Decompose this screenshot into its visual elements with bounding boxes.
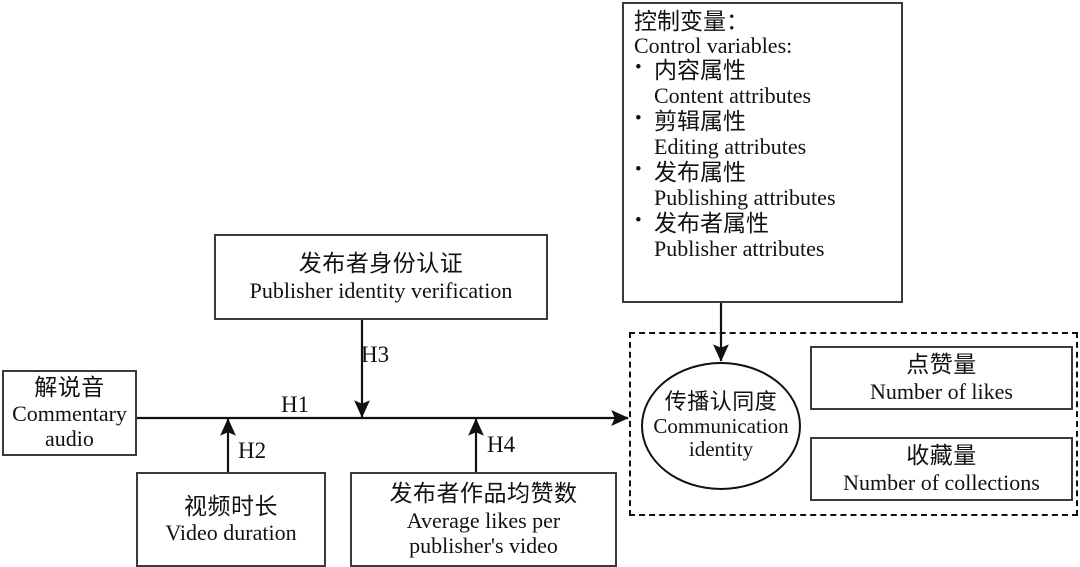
node-label-cn: 传播认同度	[664, 389, 778, 415]
list-item: 剪辑属性 Editing attributes	[634, 108, 901, 160]
node-label-cn: 发布者作品均赞数	[389, 481, 578, 507]
control-item-en: Content attributes	[654, 83, 812, 109]
node-publisher-identity-verification: 发布者身份认证 Publisher identity verification	[214, 234, 548, 320]
list-item: 发布者属性 Publisher attributes	[634, 210, 901, 262]
control-item-cn: 发布者属性	[634, 210, 901, 237]
hypothesis-label-h1: H1	[281, 392, 310, 417]
control-item-en: Publishing attributes	[654, 184, 836, 210]
node-number-of-likes: 点赞量 Number of likes	[810, 346, 1073, 410]
control-variables-header-en: Control variables:	[634, 33, 793, 58]
control-item-cn: 内容属性	[634, 57, 901, 84]
node-communication-identity: 传播认同度 Communication identity	[641, 362, 801, 490]
control-item-en: Editing attributes	[654, 134, 807, 160]
hypothesis-label-h4: H4	[487, 432, 516, 457]
node-label-en: Video duration	[165, 520, 297, 546]
node-label-en-line2: audio	[45, 426, 94, 452]
hypothesis-label-h3: H3	[361, 342, 390, 367]
node-commentary-audio: 解说音 Commentary audio	[2, 370, 137, 456]
node-label-en: Number of collections	[843, 469, 1040, 495]
node-label-cn: 点赞量	[906, 352, 977, 378]
node-label-cn: 解说音	[34, 374, 105, 400]
node-average-likes-per-publisher-video: 发布者作品均赞数 Average likes per publisher's v…	[350, 472, 617, 567]
node-number-of-collections: 收藏量 Number of collections	[810, 437, 1073, 501]
node-label-en-line1: Average likes per	[406, 507, 561, 533]
node-label-en-line1: Commentary	[12, 401, 127, 427]
node-label-en-line2: identity	[688, 437, 754, 462]
control-variables-list: 内容属性 Content attributes 剪辑属性 Editing att…	[634, 57, 901, 262]
control-item-cn: 发布属性	[634, 159, 901, 186]
control-variables-header-cn: 控制变量：	[634, 9, 749, 34]
outcome-region-dashed-border	[629, 332, 1078, 516]
node-label-cn: 收藏量	[906, 443, 977, 469]
node-label-en-line2: publisher's video	[409, 532, 558, 558]
control-item-cn: 剪辑属性	[634, 108, 901, 135]
control-item-en: Publisher attributes	[654, 235, 825, 261]
node-video-duration: 视频时长 Video duration	[136, 472, 326, 567]
control-variables-box: 控制变量： Control variables: 内容属性 Content at…	[622, 2, 903, 303]
node-label-cn: 发布者身份认证	[298, 251, 464, 277]
list-item: 内容属性 Content attributes	[634, 57, 901, 109]
node-label-cn: 视频时长	[184, 493, 278, 519]
list-item: 发布属性 Publishing attributes	[634, 159, 901, 211]
hypothesis-label-h2: H2	[238, 438, 267, 463]
node-label-en: Publisher identity verification	[249, 277, 513, 303]
node-label-en: Number of likes	[870, 378, 1013, 404]
node-label-en-line1: Communication	[653, 413, 789, 438]
